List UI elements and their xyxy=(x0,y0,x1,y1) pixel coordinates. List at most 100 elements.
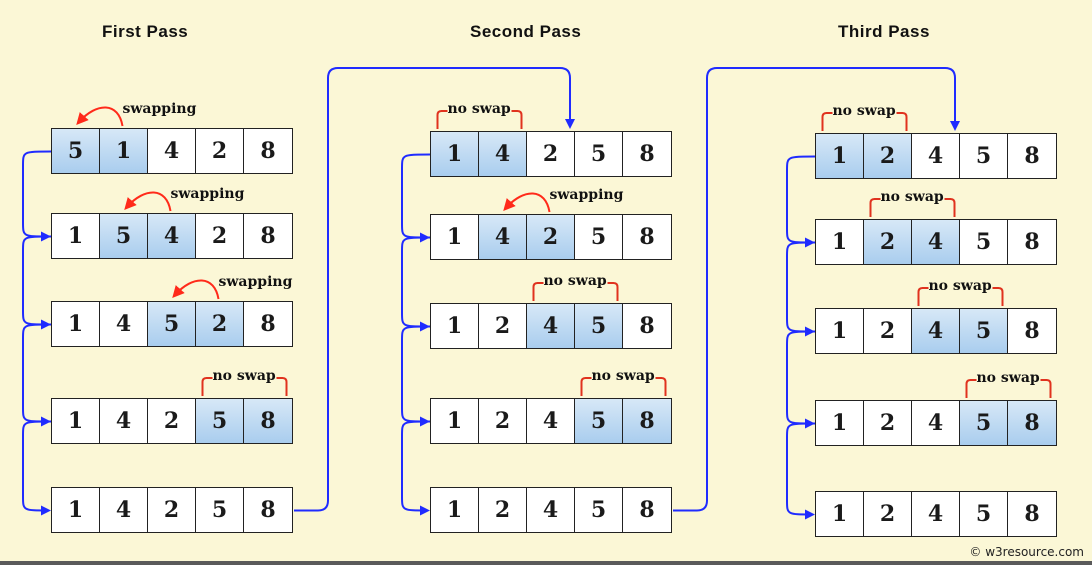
pass-title: Second Pass xyxy=(470,22,582,41)
no-swap-label: no swap xyxy=(880,189,944,205)
footer-bar xyxy=(0,561,1092,565)
flow-arrow xyxy=(401,420,431,516)
array-cell: 4 xyxy=(527,304,575,348)
no-swap-bracket xyxy=(201,377,288,396)
array-cell: 5 xyxy=(52,129,100,173)
swap-arrow xyxy=(503,192,551,213)
array-cell: 2 xyxy=(479,399,527,443)
array-cell: 8 xyxy=(1008,401,1056,445)
array-cell: 8 xyxy=(1008,134,1056,178)
array-cell: 2 xyxy=(864,309,912,353)
no-swap-label: no swap xyxy=(928,278,992,294)
array-cell: 1 xyxy=(816,401,864,445)
array-cell: 4 xyxy=(100,488,148,532)
no-swap-bracket xyxy=(436,110,523,129)
array-cell: 2 xyxy=(864,401,912,445)
array-cell: 5 xyxy=(575,304,623,348)
no-swap-bracket xyxy=(580,377,667,396)
array-cell: 8 xyxy=(244,302,292,346)
flow-arrow xyxy=(22,150,52,242)
no-swap-bracket xyxy=(965,379,1052,398)
array-cell: 8 xyxy=(623,399,671,443)
array-cell: 8 xyxy=(623,304,671,348)
array-cell: 2 xyxy=(527,132,575,176)
array-cell: 1 xyxy=(431,132,479,176)
no-swap-label: no swap xyxy=(543,273,607,289)
array-cell: 1 xyxy=(816,220,864,264)
array-cell: 5 xyxy=(960,492,1008,536)
array-cell: 1 xyxy=(100,129,148,173)
swapping-label: swapping xyxy=(549,187,624,203)
array-cell: 1 xyxy=(431,304,479,348)
array-cell: 1 xyxy=(52,302,100,346)
no-swap-label: no swap xyxy=(591,368,655,384)
no-swap-label: no swap xyxy=(976,370,1040,386)
array-cell: 5 xyxy=(575,132,623,176)
flow-arrow xyxy=(22,420,52,516)
flow-arrow xyxy=(22,323,52,427)
array-cell: 5 xyxy=(575,399,623,443)
array-cell: 5 xyxy=(960,401,1008,445)
array-cell: 8 xyxy=(244,488,292,532)
array-cell: 5 xyxy=(960,220,1008,264)
array-cell: 2 xyxy=(527,215,575,259)
array-cell: 5 xyxy=(148,302,196,346)
array-cell: 2 xyxy=(148,399,196,443)
array-cell: 2 xyxy=(479,488,527,532)
array-cell: 1 xyxy=(52,488,100,532)
array-cell: 8 xyxy=(623,215,671,259)
array-cell: 1 xyxy=(431,488,479,532)
array-cell: 2 xyxy=(196,129,244,173)
credit-text: © w3resource.com xyxy=(969,545,1084,559)
array-cell: 4 xyxy=(527,488,575,532)
swap-arrow xyxy=(172,279,220,300)
array-cell: 1 xyxy=(52,214,100,258)
array-cell: 8 xyxy=(623,132,671,176)
array-cell: 8 xyxy=(1008,220,1056,264)
no-swap-label: no swap xyxy=(212,368,276,384)
array-cell: 4 xyxy=(148,214,196,258)
array-cell: 4 xyxy=(912,401,960,445)
array-cell: 4 xyxy=(479,215,527,259)
array-cell: 4 xyxy=(148,129,196,173)
array-cell: 5 xyxy=(960,134,1008,178)
array-cell: 8 xyxy=(1008,309,1056,353)
no-swap-bracket xyxy=(917,287,1004,306)
swapping-label: swapping xyxy=(170,186,245,202)
array-cell: 2 xyxy=(864,134,912,178)
array-cell: 4 xyxy=(100,302,148,346)
no-swap-bracket xyxy=(869,198,956,217)
array-cell: 2 xyxy=(864,492,912,536)
flow-arrow xyxy=(401,325,431,427)
flow-arrow xyxy=(786,422,816,520)
array-cell: 8 xyxy=(244,214,292,258)
no-swap-bracket xyxy=(532,282,619,301)
array-cell: 5 xyxy=(100,214,148,258)
array-cell: 4 xyxy=(479,132,527,176)
array-cell: 5 xyxy=(960,309,1008,353)
array-cell: 1 xyxy=(816,492,864,536)
array-cell: 4 xyxy=(912,134,960,178)
array-cell: 5 xyxy=(196,399,244,443)
array-cell: 5 xyxy=(575,215,623,259)
array-cell: 8 xyxy=(1008,492,1056,536)
flow-arrow xyxy=(22,235,52,330)
array-cell: 2 xyxy=(196,302,244,346)
swap-arrow xyxy=(76,106,124,127)
array-cell: 5 xyxy=(196,488,244,532)
array-cell: 4 xyxy=(527,399,575,443)
array-cell: 4 xyxy=(100,399,148,443)
no-swap-label: no swap xyxy=(832,103,896,119)
